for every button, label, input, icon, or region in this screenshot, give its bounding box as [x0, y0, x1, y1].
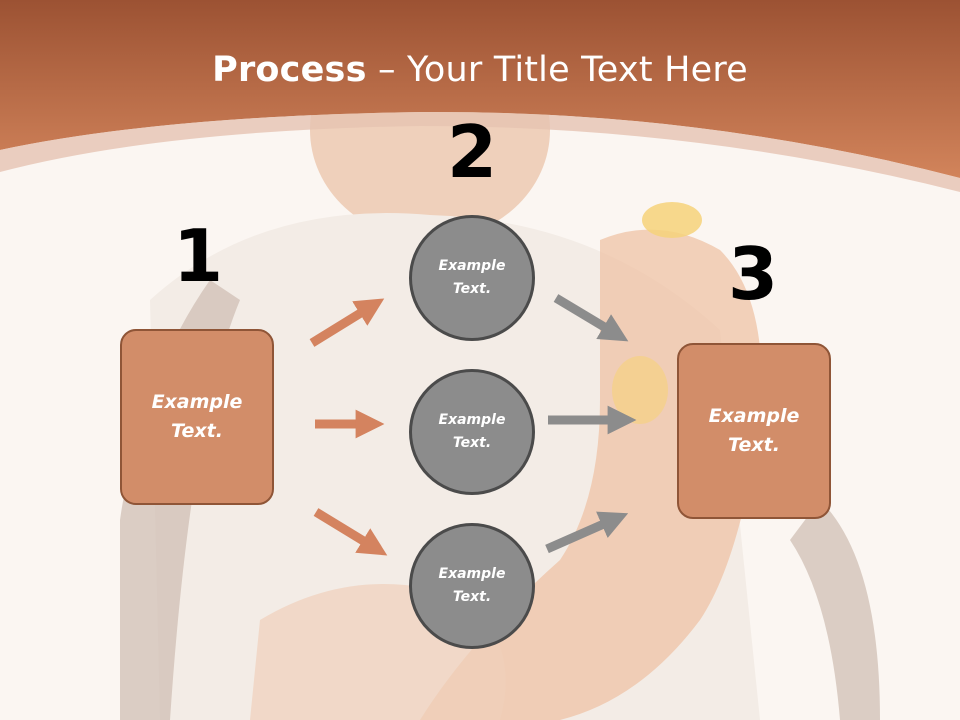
arrow-bottom-to-right [545, 511, 629, 554]
step-number-3: 3 [727, 232, 779, 316]
step-2-circle-middle: Example Text. [409, 369, 535, 495]
circle-bottom-text: Example Text. [438, 566, 506, 605]
title-rest: – Your Title Text Here [366, 50, 748, 90]
arrow-left-to-bottom [313, 508, 388, 556]
step-1-box-text: Example Text. [151, 391, 243, 442]
header-band [0, 0, 960, 192]
circle-top-text: Example Text. [438, 258, 506, 297]
slide-title: Process – Your Title Text Here [0, 50, 960, 90]
step-3-box-text: Example Text. [708, 405, 800, 456]
step-1-box: Example Text. [120, 329, 274, 505]
step-number-1: 1 [172, 214, 224, 298]
step-2-circle-bottom: Example Text. [409, 523, 535, 649]
step-number-2: 2 [446, 110, 498, 194]
circle-middle-text: Example Text. [438, 412, 506, 451]
step-3-box: Example Text. [677, 343, 831, 519]
step-2-circle-top: Example Text. [409, 215, 535, 341]
title-bold: Process [212, 50, 367, 90]
arrow-top-to-right [553, 294, 629, 342]
arrow-left-to-top [309, 298, 385, 347]
